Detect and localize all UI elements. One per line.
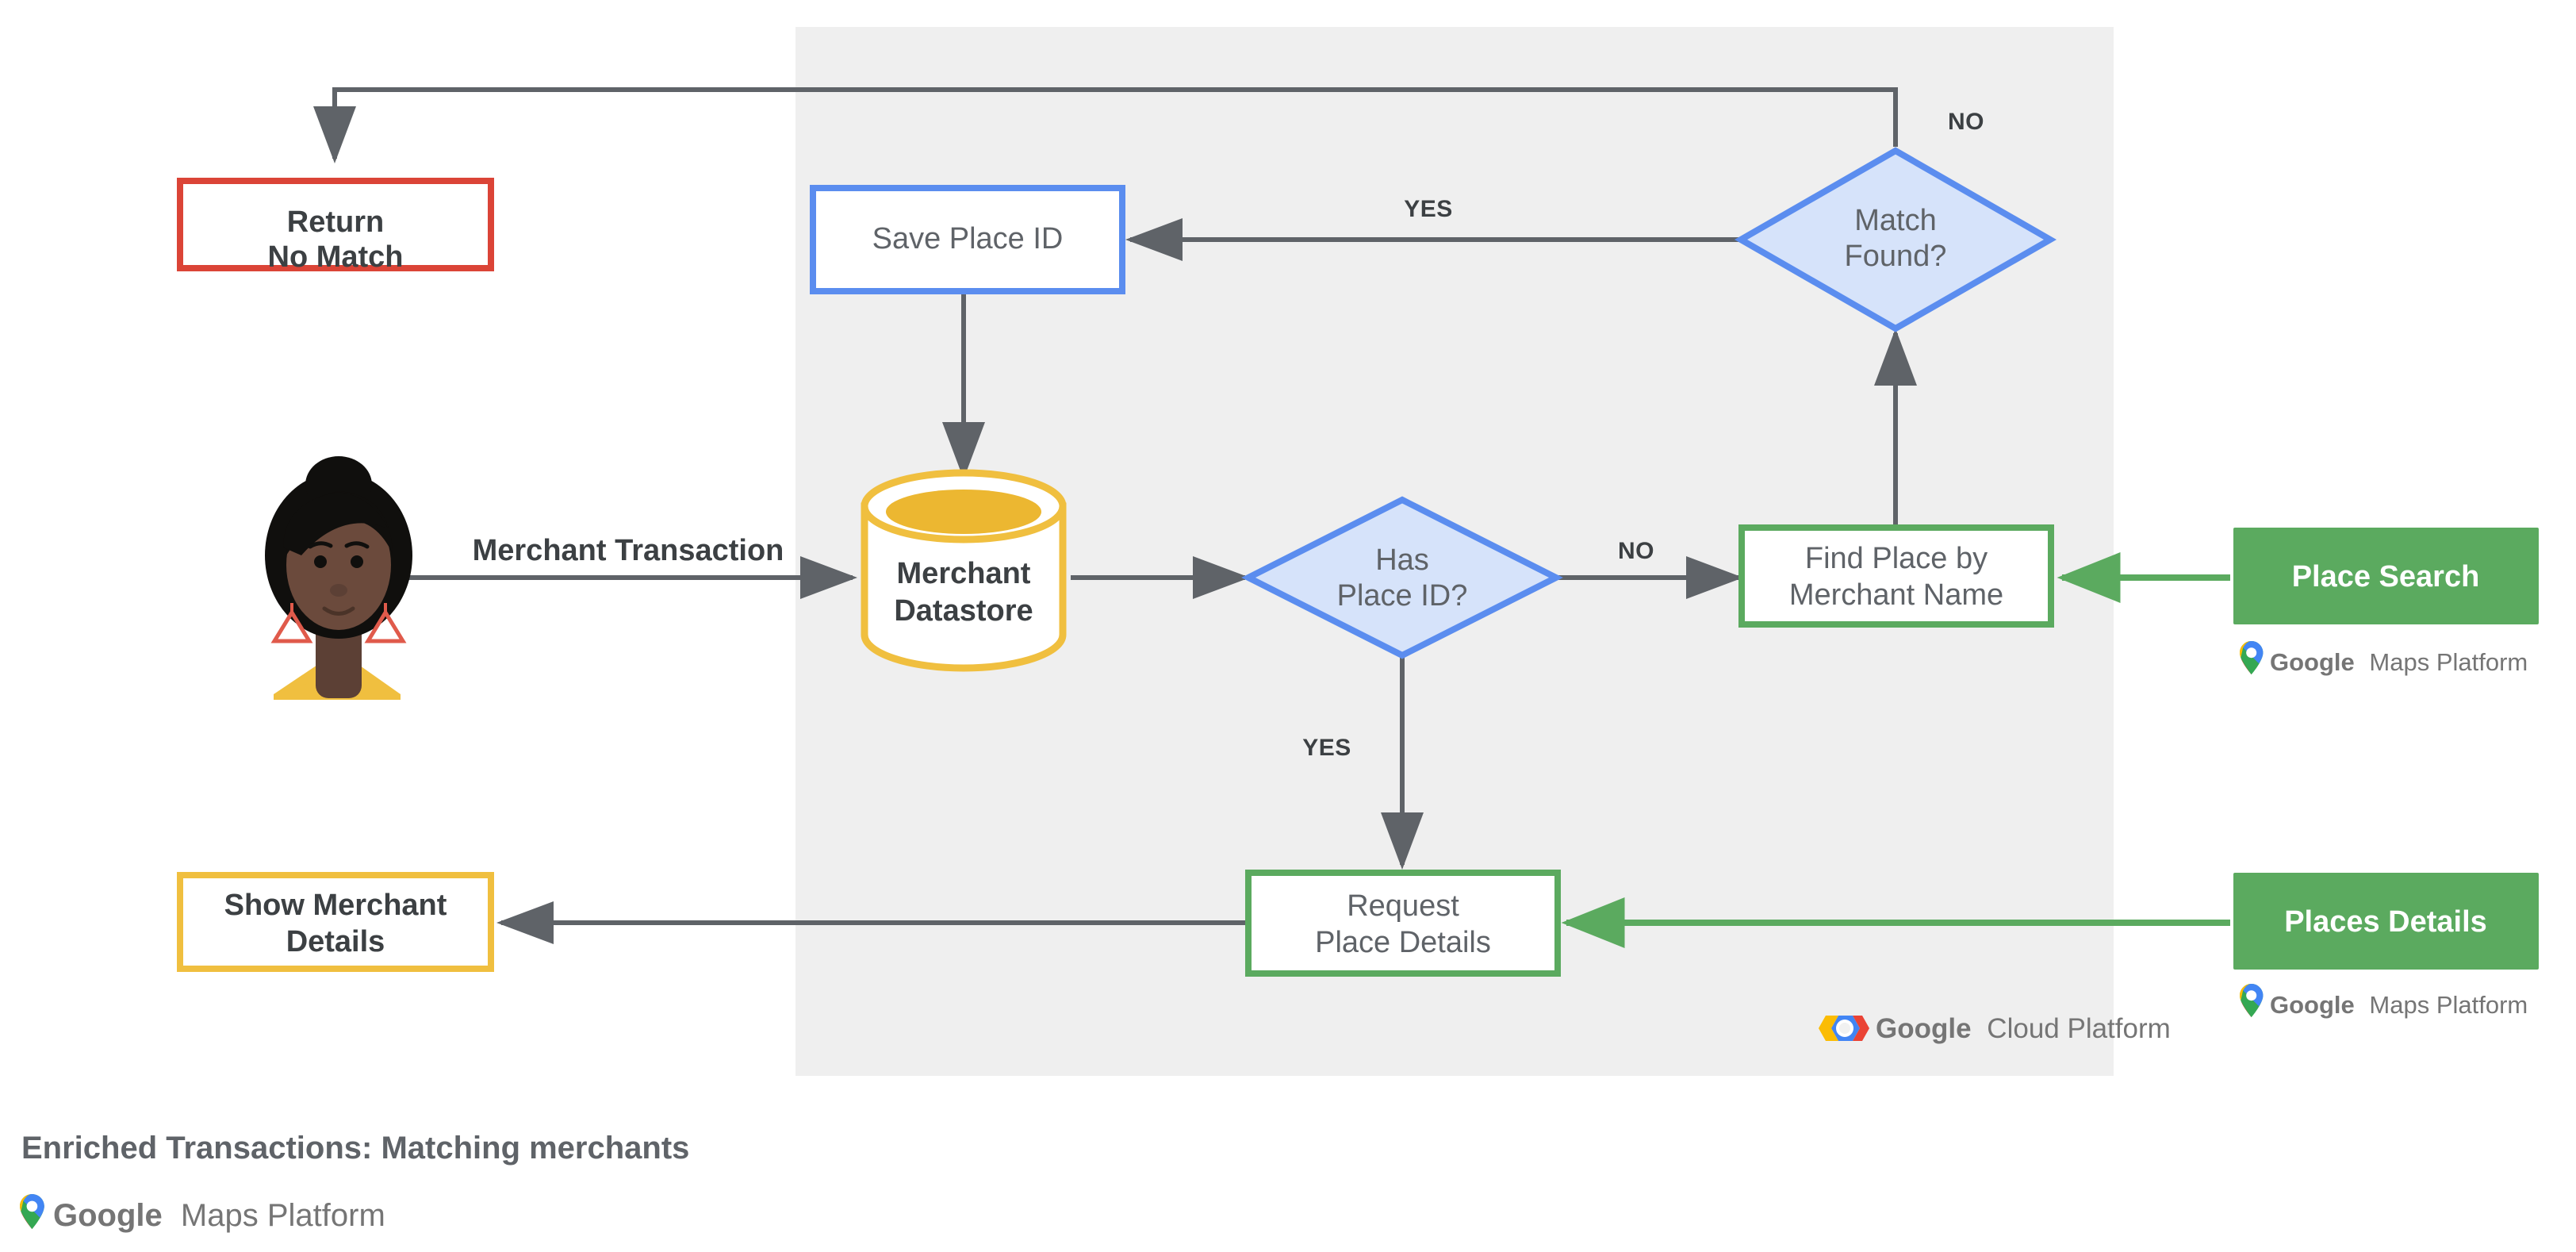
- google-cloud-hexagon-icon: [1819, 1016, 1869, 1041]
- edge-match-found-no: [313, 87, 1898, 163]
- show-merchant-details-line2: Details: [286, 925, 385, 958]
- google-maps-pin-icon: [2240, 984, 2264, 1017]
- node-place-search[interactable]: Place Search: [2233, 528, 2539, 624]
- svg-text:Google Maps Platform: Google Maps Platform: [2270, 648, 2528, 676]
- svg-text:Google Cloud Platform: Google Cloud Platform: [1876, 1013, 2171, 1044]
- svg-text:Google Maps Platform: Google Maps Platform: [2270, 991, 2528, 1019]
- node-request-place-details[interactable]: Request Place Details: [1245, 870, 1561, 977]
- footer-brand-suffix: Maps Platform: [181, 1198, 385, 1233]
- brand-google-maps-platform-places-details: Google Maps Platform: [2240, 984, 2528, 1019]
- find-place-line2: Merchant Name: [1789, 578, 2003, 612]
- places-details-brand-suffix: Maps Platform: [2369, 991, 2528, 1019]
- find-place-line1: Find Place by: [1805, 542, 1988, 575]
- datastore-top-disc: [886, 490, 1041, 534]
- gcp-brand-suffix: Cloud Platform: [1987, 1013, 2170, 1044]
- places-details-brand-google: Google: [2270, 991, 2355, 1019]
- node-save-place-id[interactable]: Save Place ID: [810, 185, 1125, 294]
- gcp-brand-google: Google: [1876, 1013, 1972, 1044]
- brand-google-maps-platform-place-search: Google Maps Platform: [2240, 641, 2528, 676]
- request-place-details-line2: Place Details: [1315, 926, 1491, 959]
- places-details-label: Places Details: [2284, 905, 2487, 939]
- user-avatar: [265, 456, 412, 700]
- return-no-match-line2: No Match: [268, 240, 404, 274]
- node-places-details[interactable]: Places Details: [2233, 873, 2539, 970]
- earring-right-icon: [364, 603, 407, 643]
- svg-text:Google Maps Platform: Google Maps Platform: [53, 1198, 385, 1233]
- place-search-brand-google: Google: [2270, 648, 2355, 676]
- edge-label-has-place-id-no: NO: [1618, 538, 1654, 564]
- footer-brand-google: Google: [53, 1198, 163, 1233]
- google-maps-pin-icon: [20, 1194, 44, 1229]
- request-place-details-line1: Request: [1347, 889, 1459, 923]
- node-merchant-datastore[interactable]: Merchant Datastore: [861, 469, 1067, 672]
- has-place-id-line2: Place ID?: [1337, 579, 1468, 613]
- save-place-id-label: Save Place ID: [872, 222, 1064, 255]
- merchant-datastore-line1: Merchant: [897, 557, 1031, 590]
- node-show-merchant-details[interactable]: Show Merchant Details: [177, 872, 494, 972]
- has-place-id-line1: Has: [1375, 543, 1429, 577]
- google-maps-pin-icon: [2240, 641, 2264, 674]
- match-found-line2: Found?: [1845, 240, 1947, 273]
- merchant-datastore-line2: Datastore: [894, 594, 1033, 628]
- return-no-match-line1: Return: [287, 205, 384, 239]
- place-search-brand-suffix: Maps Platform: [2369, 648, 2528, 676]
- place-search-label: Place Search: [2292, 560, 2480, 593]
- edge-label-merchant-transaction: Merchant Transaction: [473, 534, 784, 567]
- brand-google-maps-platform-footer: Google Maps Platform: [20, 1194, 385, 1233]
- match-found-line1: Match: [1854, 204, 1936, 237]
- node-find-place-by-merchant-name[interactable]: Find Place by Merchant Name: [1738, 524, 2054, 628]
- brand-google-cloud-platform: Google Cloud Platform: [1819, 1013, 2171, 1044]
- show-merchant-details-line1: Show Merchant: [224, 889, 447, 922]
- edge-layer: [313, 87, 2230, 948]
- edge-label-match-found-no: NO: [1948, 109, 1984, 135]
- edge-label-match-found-yes: YES: [1404, 196, 1453, 222]
- node-match-found[interactable]: Match Found?: [1734, 147, 2057, 332]
- earring-left-icon: [270, 603, 313, 643]
- edge-label-has-place-id-yes: YES: [1302, 735, 1351, 761]
- page-title: Enriched Transactions: Matching merchant…: [21, 1131, 689, 1166]
- node-has-place-id[interactable]: Has Place ID?: [1241, 496, 1563, 659]
- node-return-no-match[interactable]: Return No Match: [177, 178, 494, 274]
